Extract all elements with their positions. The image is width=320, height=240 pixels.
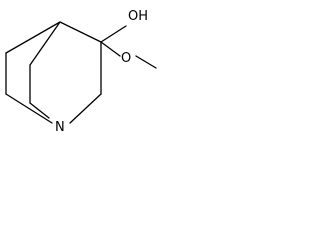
methoxy-oxygen-label: O [121,51,131,66]
bond-bridgehead-left-upper [5,21,61,54]
bond-group [5,21,157,124]
quinuclidinol-structure: OH O N [5,9,157,135]
bond-bridgehead-c3 [59,21,102,43]
bond-ch2-n [69,93,102,124]
bond-bridgehead-center-upper [29,21,61,66]
bond-left-lower-to-n [5,93,53,124]
bond-c3-oh [100,25,127,43]
bond-o-methyl [135,55,157,69]
bond-c3-o [100,41,121,57]
hydroxyl-label: OH [128,9,148,24]
bond-center-lower-to-n [29,102,50,119]
nitrogen-label: N [55,120,65,135]
